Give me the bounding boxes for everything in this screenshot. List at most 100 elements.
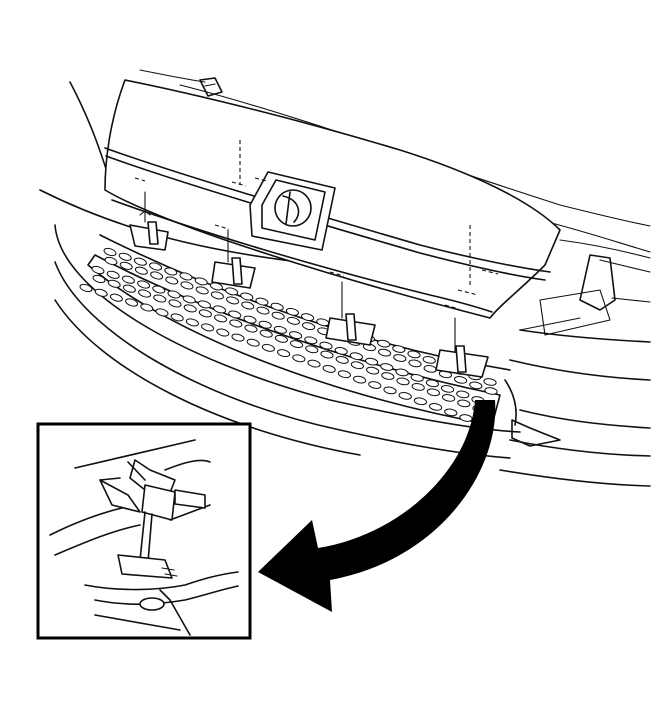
mesh-cell: [229, 319, 243, 328]
mesh-cell: [179, 272, 193, 281]
mesh-cell: [258, 320, 272, 329]
mesh-cell: [107, 279, 121, 288]
mesh-cell: [334, 346, 348, 355]
mesh-cell: [137, 280, 151, 289]
mesh-cell: [428, 403, 443, 411]
mesh-cell: [440, 385, 455, 393]
mesh-cell: [459, 414, 473, 422]
mesh-cell: [125, 298, 139, 307]
vehicle-body-lines: [39, 69, 651, 487]
mesh-cell: [410, 374, 424, 382]
mesh-cell: [122, 284, 136, 293]
mesh-cell: [304, 336, 318, 345]
mesh-cell: [138, 289, 152, 298]
mesh-cell: [335, 355, 349, 364]
mesh-cell: [225, 287, 239, 296]
mesh-cell: [353, 375, 367, 384]
mesh-cell: [290, 340, 304, 349]
curved-arrow-icon: [258, 400, 496, 612]
mesh-cell: [201, 323, 215, 332]
mesh-cell: [349, 352, 363, 361]
mesh-cell: [213, 305, 227, 314]
mesh-cell: [407, 350, 421, 359]
mesh-cell: [226, 296, 240, 305]
mesh-cell: [155, 308, 169, 317]
mesh-cell: [241, 301, 255, 310]
mesh-cell: [103, 247, 117, 257]
mesh-cell: [426, 388, 441, 397]
mesh-cell: [408, 359, 422, 368]
mesh-cell: [457, 399, 471, 408]
mesh-cell: [286, 316, 300, 325]
mesh-cell: [398, 392, 412, 400]
mesh-cell: [182, 295, 196, 304]
mesh-cell: [194, 277, 208, 286]
mesh-cell: [104, 256, 118, 266]
mesh-cell: [366, 366, 380, 375]
mesh-cell: [197, 300, 211, 309]
mesh-cell: [259, 329, 273, 338]
mesh-cell: [444, 408, 458, 417]
mesh-cell: [152, 285, 166, 294]
mesh-cell: [150, 271, 164, 280]
mesh-cell: [91, 265, 105, 275]
mesh-cell: [484, 387, 498, 395]
mesh-cell: [411, 383, 425, 391]
mesh-cell: [149, 262, 163, 271]
mesh-cell: [195, 286, 209, 295]
mesh-cell: [302, 322, 316, 331]
mesh-cell: [423, 365, 437, 373]
mesh-cell: [228, 310, 242, 319]
mesh-cell: [274, 334, 288, 343]
mesh-cell: [413, 397, 428, 406]
mesh-cell: [307, 359, 321, 368]
mesh-cell: [180, 281, 194, 290]
mesh-cell: [483, 378, 497, 386]
mesh-cell: [380, 363, 394, 371]
mesh-cell: [167, 290, 181, 299]
mesh-cell: [79, 283, 93, 293]
mesh-cell: [350, 361, 364, 370]
mesh-cell: [164, 267, 178, 276]
mesh-cell: [94, 288, 108, 297]
mesh-cell: [246, 338, 260, 347]
mesh-cell: [133, 257, 147, 266]
mesh-cell: [337, 370, 351, 379]
mesh-cell: [134, 266, 148, 275]
inset-clip-detail: [49, 439, 239, 636]
mesh-cell: [183, 304, 197, 313]
mesh-cell: [396, 377, 410, 386]
mesh-cell: [377, 339, 391, 348]
mesh-cell: [322, 364, 336, 373]
mesh-cell: [271, 311, 285, 320]
mesh-cell: [270, 302, 284, 311]
mesh-cell: [277, 349, 291, 358]
mesh-cell: [285, 307, 299, 316]
mesh-cell: [255, 297, 269, 306]
mesh-cell: [216, 328, 230, 337]
mesh-cell: [368, 381, 382, 389]
mesh-cell: [106, 270, 120, 279]
mesh-cell: [210, 291, 224, 300]
mesh-cell: [378, 348, 392, 357]
mesh-cell: [393, 354, 407, 362]
mesh-cell: [109, 293, 123, 302]
mesh-cell: [153, 294, 167, 303]
detail-inset: [36, 422, 252, 640]
mesh-cell: [456, 390, 470, 399]
mesh-cell: [301, 313, 315, 322]
mesh-cell: [170, 313, 184, 322]
mesh-cell: [121, 275, 135, 284]
upper-grille-panel: [104, 79, 561, 319]
mesh-cell: [214, 314, 228, 323]
mesh-cell: [425, 379, 440, 388]
lower-grille-mesh: [79, 234, 511, 426]
mesh-cell: [231, 333, 245, 342]
mesh-cell: [261, 343, 275, 352]
retaining-clips: [129, 140, 489, 378]
mesh-cell: [243, 315, 257, 324]
mesh-cell: [320, 350, 334, 359]
mesh-cell: [383, 386, 397, 395]
mesh-cell: [244, 324, 258, 333]
mesh-cell: [392, 345, 406, 353]
